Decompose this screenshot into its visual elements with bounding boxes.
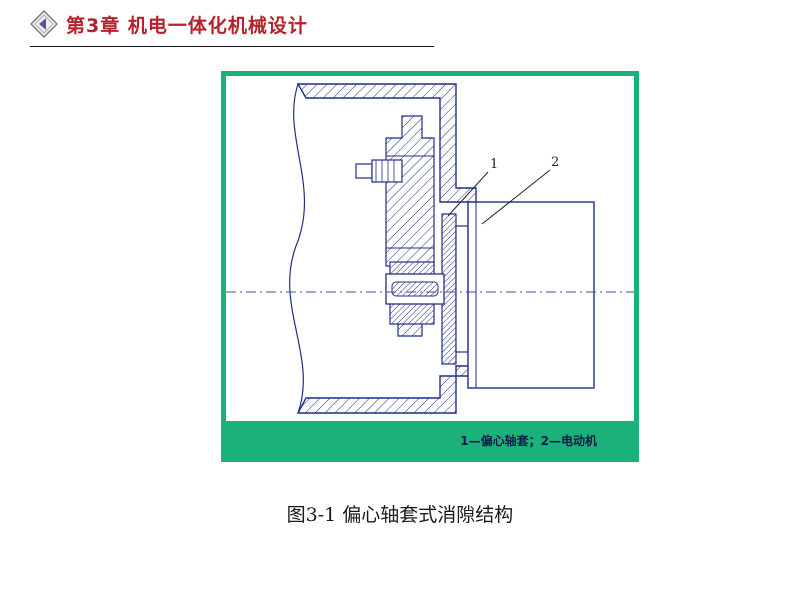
figure-legend: 1—偏心轴套；2—电动机 — [460, 434, 597, 448]
chapter-header: 第3章 机电一体化机械设计 — [29, 6, 308, 42]
chapter-title: 第3章 机电一体化机械设计 — [66, 14, 308, 37]
diamond-arrow-left-icon — [29, 9, 59, 39]
callout-label-2: 2 — [551, 155, 559, 170]
figure-legend-band: 1—偏心轴套；2—电动机 — [221, 421, 639, 462]
header-divider — [30, 46, 434, 47]
callout-label-1: 1 — [490, 157, 498, 172]
mechanical-drawing: 1 2 — [226, 76, 634, 421]
figure-caption: 图3-1 偏心轴套式消隙结构 — [286, 504, 514, 526]
figure-frame: 1 2 1—偏心轴套；2—电动机 — [221, 71, 639, 462]
